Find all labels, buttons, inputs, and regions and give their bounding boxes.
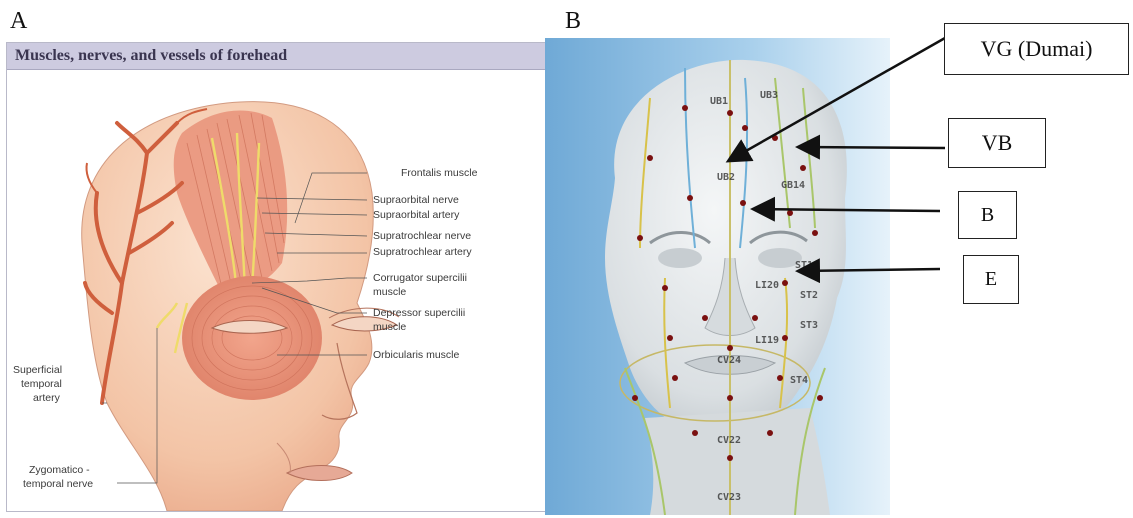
callout-vg-dumai: VG (Dumai) bbox=[944, 23, 1129, 75]
callout-e: E bbox=[963, 255, 1019, 304]
callout-vb: VB bbox=[948, 118, 1046, 168]
callout-b: B bbox=[958, 191, 1017, 239]
arrow-vg bbox=[730, 38, 945, 160]
arrow-e bbox=[800, 269, 940, 271]
arrow-vb bbox=[800, 147, 945, 148]
arrow-b bbox=[755, 209, 940, 211]
